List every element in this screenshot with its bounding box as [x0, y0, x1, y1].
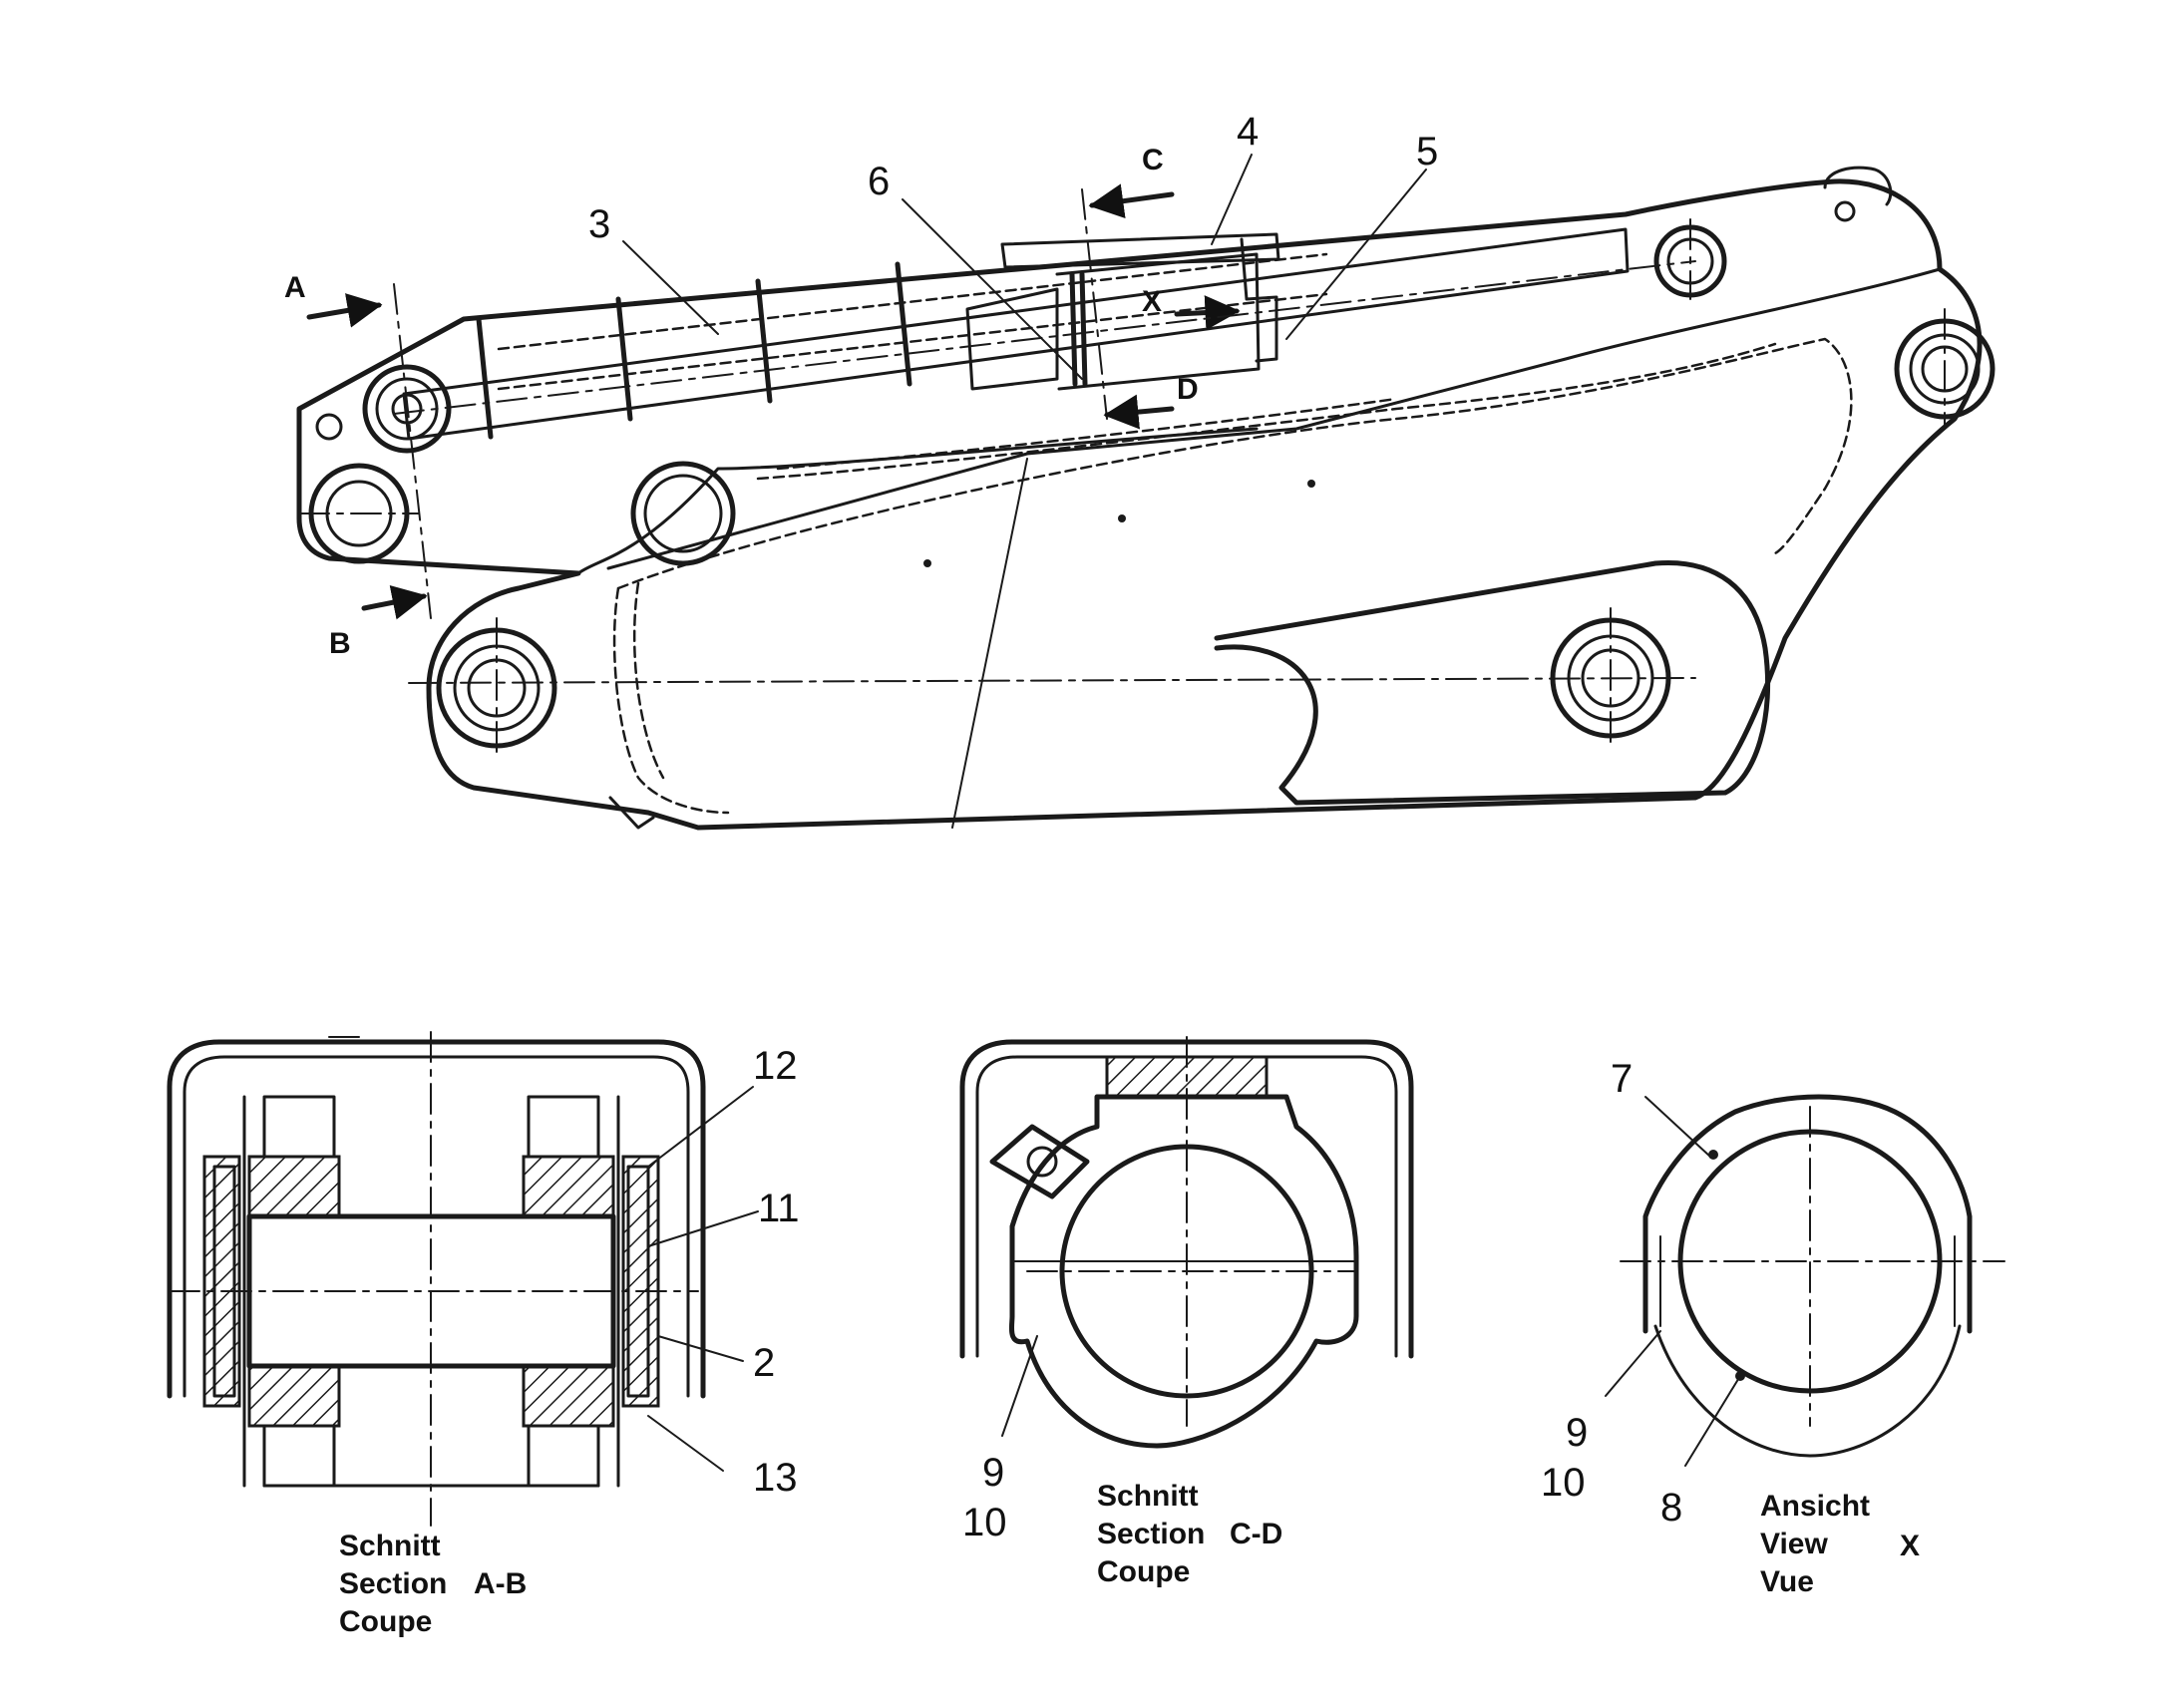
caption-cd-line3: Coupe [1097, 1555, 1190, 1588]
callout-7: 7 [1611, 1057, 1633, 1101]
callout-13: 13 [753, 1456, 798, 1500]
caption-x-line3: Vue [1760, 1565, 1814, 1598]
callout-10-cd: 10 [962, 1501, 1007, 1544]
section-mark-d: D [1177, 373, 1199, 406]
section-mark-a: A [284, 271, 306, 304]
callout-11: 11 [758, 1187, 800, 1230]
callout-8: 8 [1660, 1486, 1682, 1530]
section-mark-b: B [329, 627, 351, 660]
caption-cd-line2: Section [1097, 1518, 1205, 1550]
view-x-drawing [1605, 1094, 2005, 1467]
callout-6: 6 [868, 160, 890, 203]
caption-ab-line3: Coupe [339, 1605, 432, 1638]
callout-9-cd: 9 [982, 1451, 1004, 1495]
section-ab-drawing [167, 1031, 759, 1527]
section-mark-c: C [1142, 144, 1164, 176]
callout-5: 5 [1416, 130, 1438, 173]
caption-x-tag: X [1900, 1530, 1920, 1562]
callout-3: 3 [588, 202, 610, 246]
callout-9-x: 9 [1566, 1411, 1588, 1455]
callout-2: 2 [753, 1341, 775, 1385]
caption-ab-line2: Section [339, 1567, 447, 1600]
caption-ab-tag: A-B [474, 1567, 527, 1600]
section-cd-drawing [959, 1036, 1414, 1449]
caption-ab-line1: Schnitt [339, 1530, 441, 1562]
caption-cd-tag: C-D [1230, 1518, 1282, 1550]
caption-x-line1: Ansicht [1760, 1490, 1870, 1523]
callout-12: 12 [753, 1044, 798, 1088]
caption-cd-line1: Schnitt [1097, 1480, 1199, 1513]
callout-10-x: 10 [1541, 1461, 1586, 1505]
boom-side-view [296, 154, 1996, 831]
callout-4: 4 [1237, 110, 1259, 154]
caption-x-line2: View [1760, 1528, 1828, 1560]
view-mark-x: X [1142, 285, 1162, 318]
